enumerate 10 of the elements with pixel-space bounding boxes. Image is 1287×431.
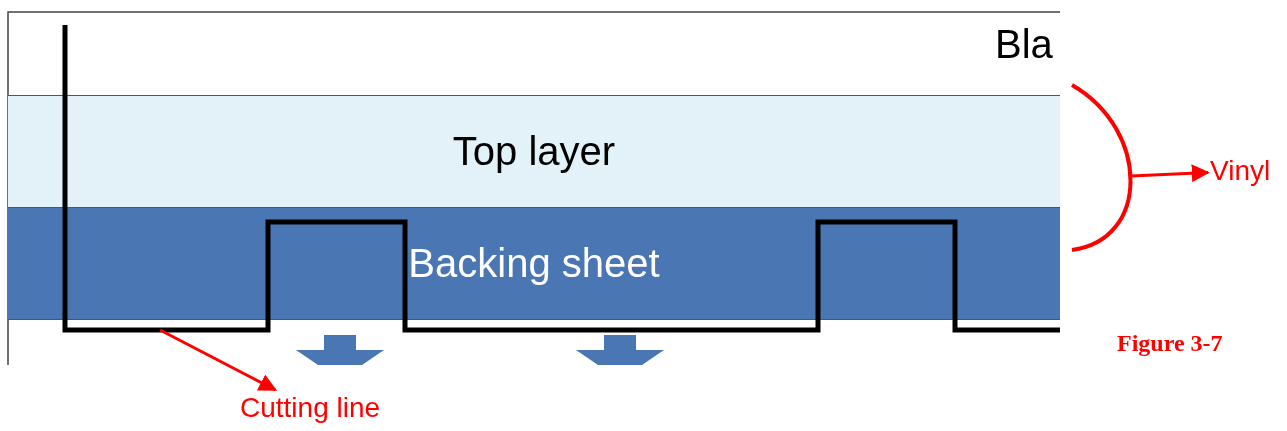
arrow (1130, 164, 1210, 183)
callout-label: Vinyl (1210, 155, 1271, 187)
curly-bracket (1070, 83, 1133, 252)
cutting-line (62, 25, 1060, 333)
layer-label: Backing sheet (408, 241, 660, 286)
arrow (159, 328, 277, 392)
blade-label: Bla (995, 22, 1053, 67)
layer-label: Top layer (452, 129, 616, 174)
callout-label: Cutting line (240, 392, 381, 424)
figure-caption: Figure 3-7 (1117, 330, 1223, 357)
